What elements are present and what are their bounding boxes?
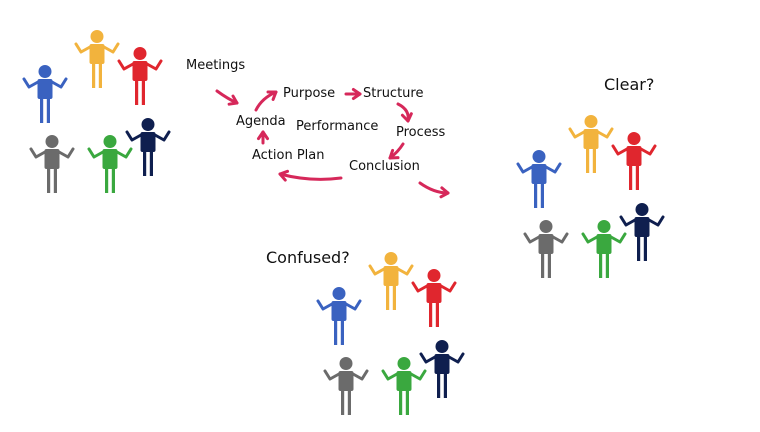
bottom-person-navy-icon [419,340,465,398]
arrow-process-conclusion-icon [388,142,405,160]
top-left-person-navy-icon [125,118,171,176]
label-meetings: Meetings [186,58,246,73]
right-person-blue-icon [516,150,562,208]
arrow-agenda-purpose-icon [254,90,278,112]
label-process: Process [396,125,446,140]
arrow-structure-process-icon [396,102,413,123]
bottom-person-gray-icon [323,357,369,415]
label-purpose: Purpose [283,86,336,101]
top-left-person-red-icon [117,47,163,105]
right-person-red-icon [611,132,657,190]
right-person-green-icon [581,220,627,278]
arrow-actionplan-agenda-icon [256,130,270,145]
label-performance: Performance [296,119,379,134]
bottom-person-red-icon [411,269,457,327]
label-clear: Clear? [604,75,655,94]
label-confused: Confused? [266,248,350,267]
top-left-person-yellow-icon [74,30,120,88]
right-person-navy-icon [619,203,665,261]
arrow-meetings-agenda-icon [215,89,239,106]
arrow-to-groups-icon [418,181,450,199]
right-person-yellow-icon [568,115,614,173]
right-person-gray-icon [523,220,569,278]
top-left-person-blue-icon [22,65,68,123]
bottom-person-blue-icon [316,287,362,345]
top-left-person-green-icon [87,135,133,193]
bottom-person-green-icon [381,357,427,415]
label-structure: Structure [363,86,424,101]
arrow-purpose-structure-icon [344,87,362,101]
label-conclusion: Conclusion [349,159,420,174]
arrow-conclusion-actionplan-icon [278,169,343,182]
label-agenda: Agenda [236,114,286,129]
bottom-person-yellow-icon [368,252,414,310]
label-action-plan: Action Plan [252,148,325,163]
top-left-person-gray-icon [29,135,75,193]
